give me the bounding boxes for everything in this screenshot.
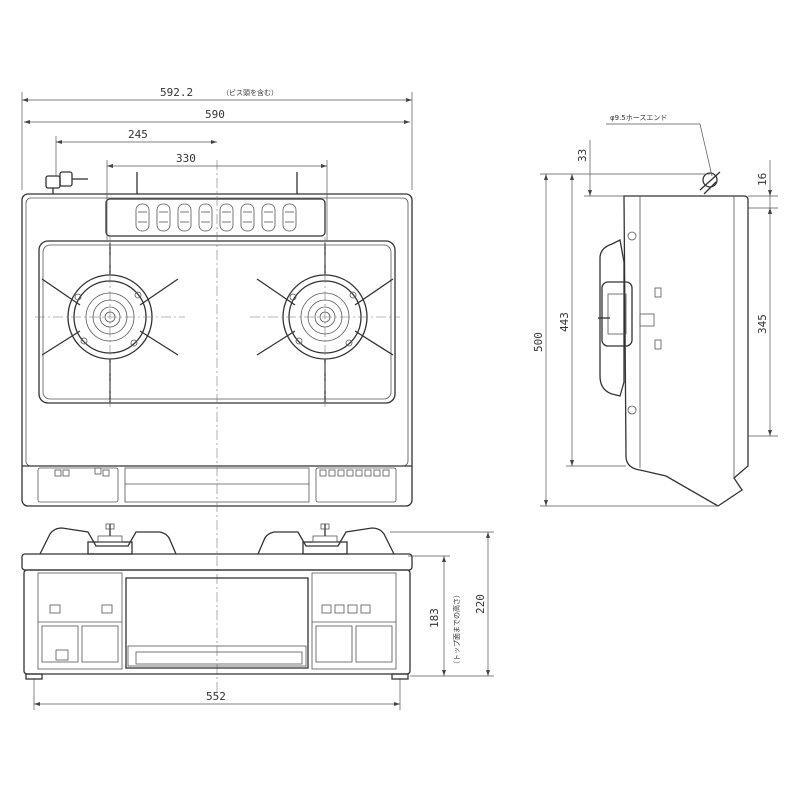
dim-592-note: （ビス頭を含む） xyxy=(222,88,278,97)
grill-vent-slots xyxy=(135,203,297,232)
hose-inlet-top xyxy=(45,171,88,194)
dim-443-label: 443 xyxy=(558,312,571,332)
dimension-labels: 592.2 （ビス頭を含む） 590 245 330 552 φ9.5ホースエン… xyxy=(128,86,769,703)
dim-552-label: 552 xyxy=(206,690,226,703)
front-view-controls xyxy=(49,604,371,665)
dim-590-label: 590 xyxy=(205,108,225,121)
dim-33-label: 33 xyxy=(576,149,589,162)
front-panel-left xyxy=(37,467,119,503)
front-left-panel xyxy=(37,572,123,670)
dim-592-label: 592.2 xyxy=(160,86,193,99)
dim-345-label: 345 xyxy=(756,314,769,334)
dim-500-label: 500 xyxy=(532,332,545,352)
side-view xyxy=(598,171,749,507)
burner-left xyxy=(35,237,185,407)
front-body xyxy=(23,569,411,675)
side-body xyxy=(623,195,749,507)
dim-330-label: 330 xyxy=(176,152,196,165)
hose-end-label: φ9.5ホースエンド xyxy=(610,114,667,122)
front-right-panel xyxy=(311,572,397,670)
side-handle xyxy=(599,239,625,397)
burner-right xyxy=(250,237,400,407)
dim-183-note: （トップ面までの高さ） xyxy=(452,591,461,668)
dim-16-label: 16 xyxy=(756,173,769,186)
top-view-controls xyxy=(54,467,390,477)
dim-220-label: 220 xyxy=(474,594,487,614)
dim-183-label: 183 xyxy=(428,608,441,628)
dimension-lines xyxy=(21,92,778,710)
grill-door xyxy=(125,577,309,669)
front-view xyxy=(21,523,413,680)
front-burner-heads xyxy=(87,523,348,555)
top-view xyxy=(21,160,413,700)
dim-245-label: 245 xyxy=(128,128,148,141)
front-panel-right xyxy=(315,467,397,503)
grill-vent xyxy=(105,198,326,237)
side-hose-fitting xyxy=(699,171,721,195)
